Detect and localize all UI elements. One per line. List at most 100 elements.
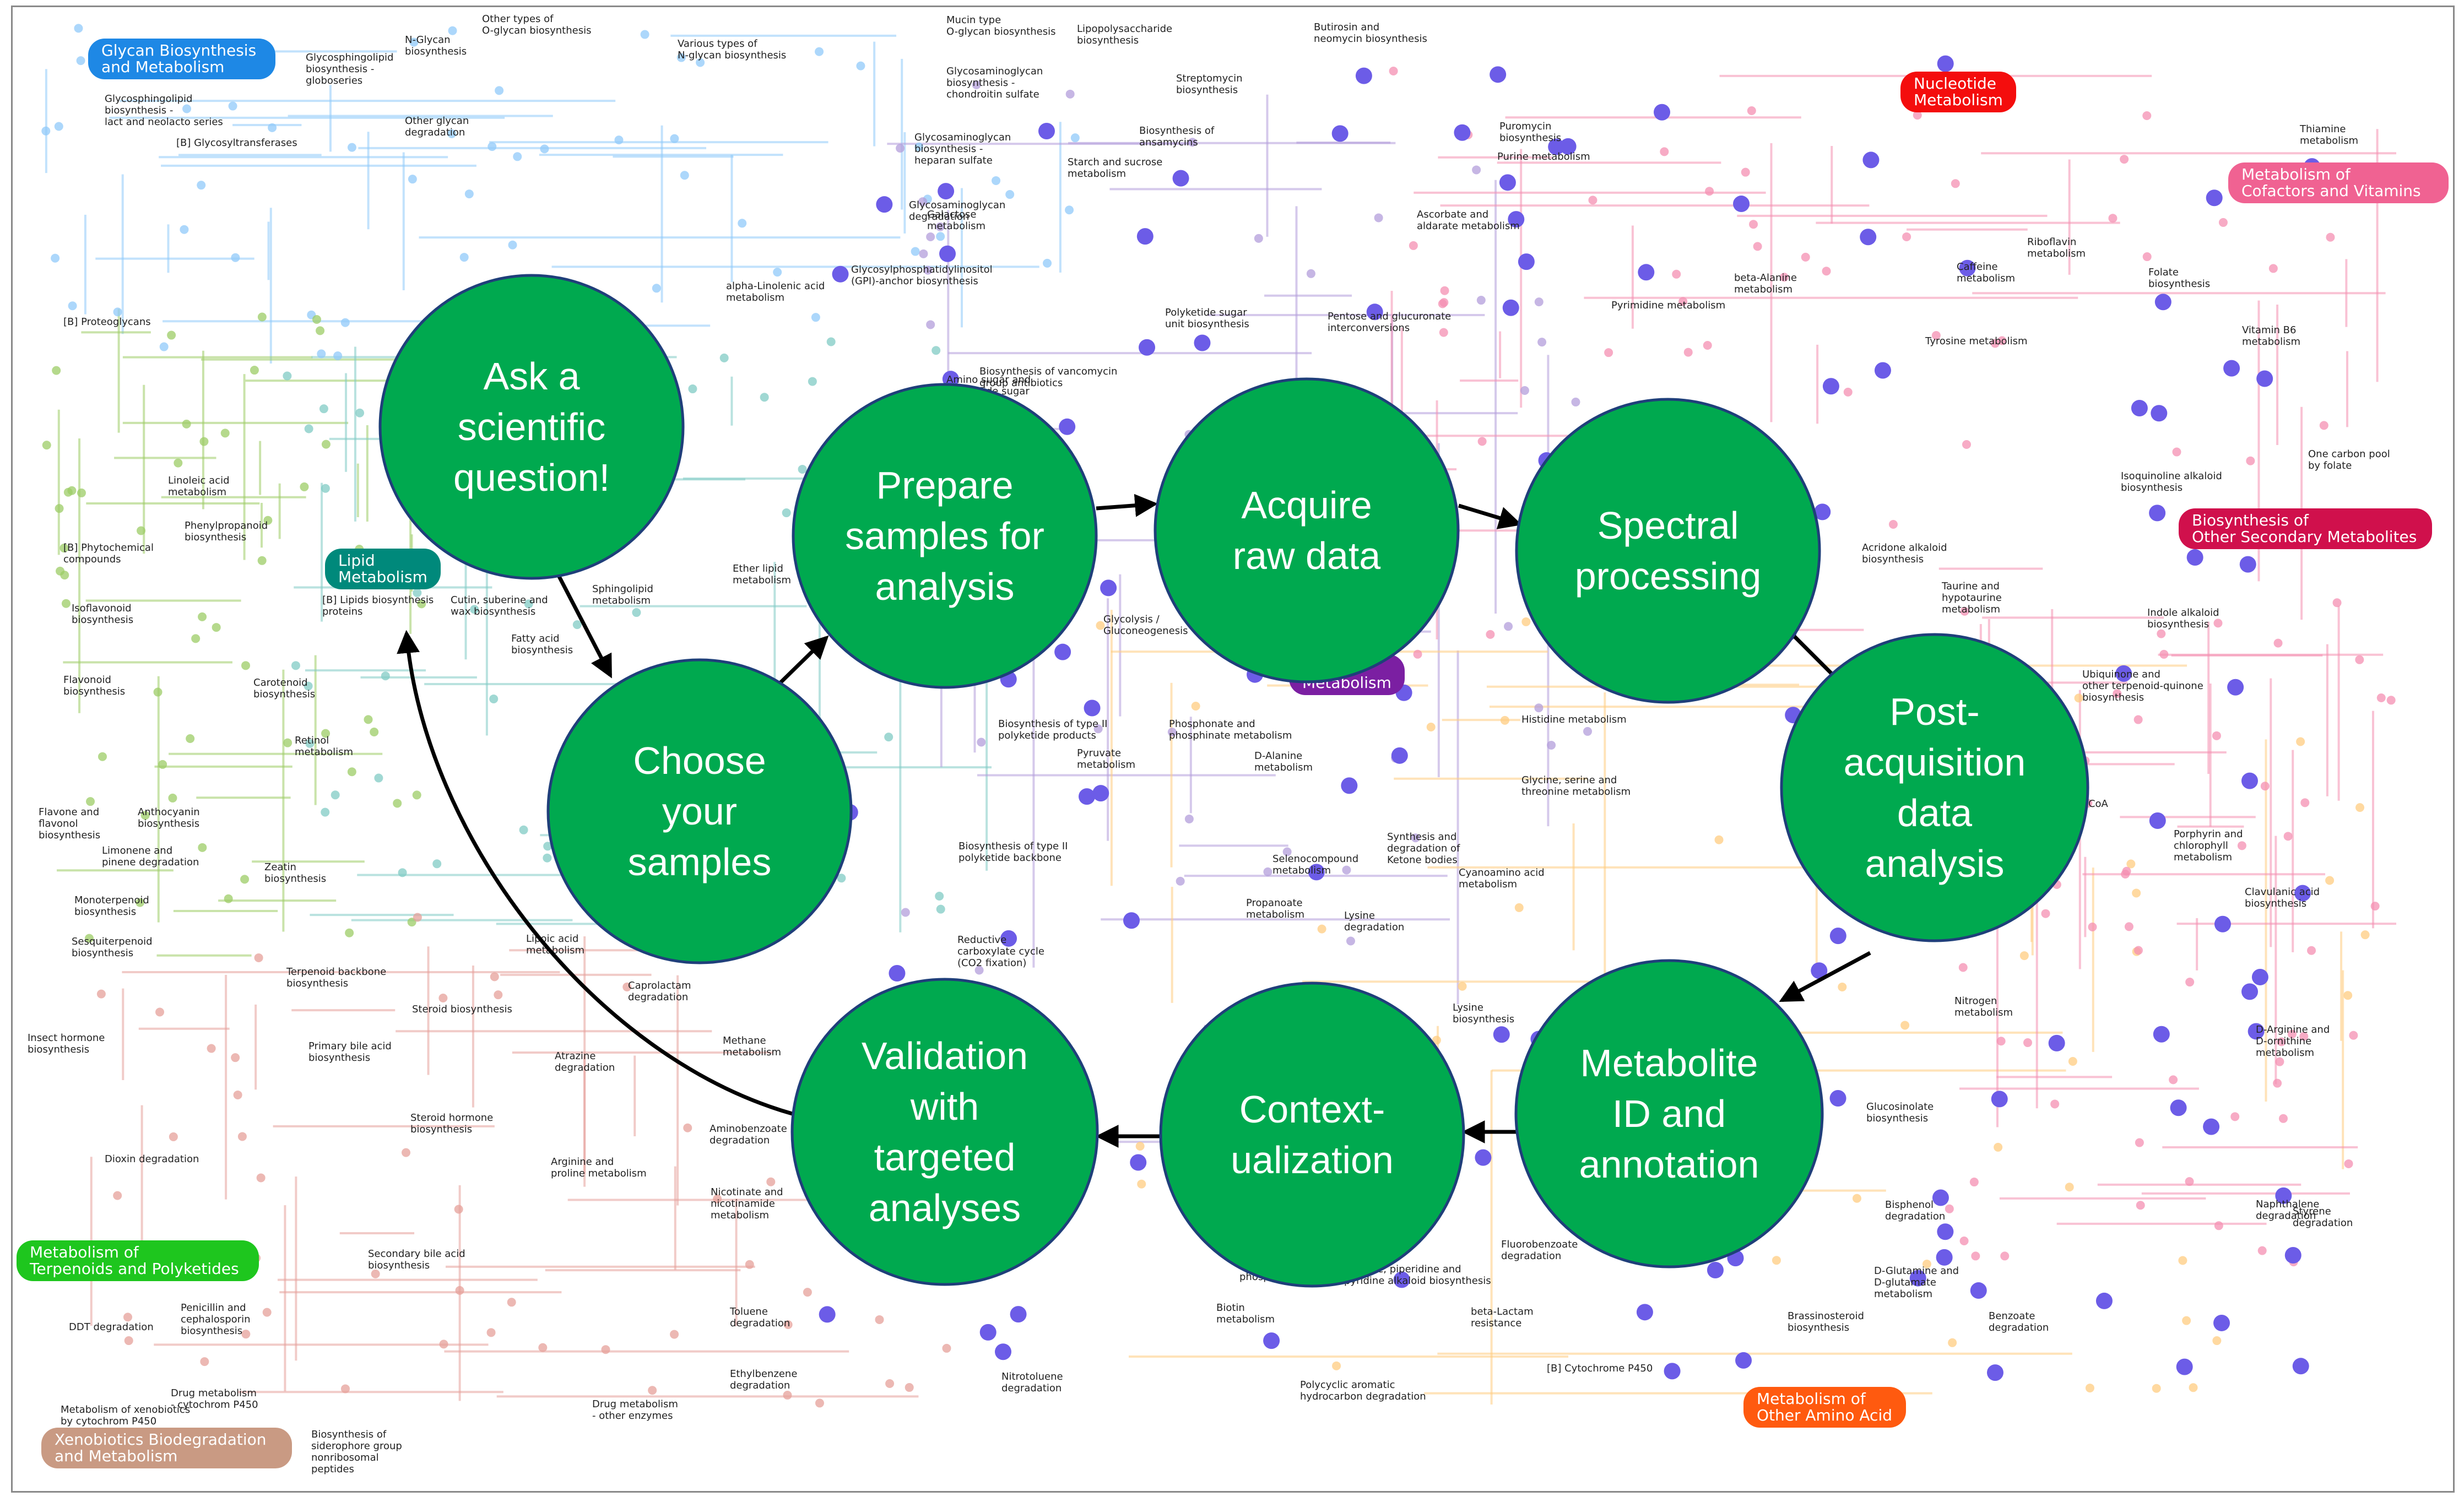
highlighted-compound-dot — [1078, 788, 1095, 805]
compound-dot — [241, 1330, 251, 1339]
highlighted-compound-dot — [2213, 1314, 2230, 1331]
compound-dot — [766, 1177, 776, 1186]
node-circle — [790, 978, 1099, 1286]
compound-dot — [409, 37, 419, 47]
compound-dot — [347, 143, 356, 152]
compound-dot — [1504, 622, 1513, 631]
highlighted-compound-dot — [2154, 294, 2171, 311]
compound-dot — [1093, 724, 1103, 734]
compound-dot — [2218, 218, 2228, 227]
compound-dot — [52, 366, 61, 375]
compound-dot — [191, 634, 201, 643]
compound-dot — [168, 793, 177, 802]
pathway-label: Dioxin degradation — [105, 1153, 199, 1165]
compound-dot — [632, 608, 641, 617]
compound-dot — [283, 371, 292, 381]
compound-dot — [231, 1053, 240, 1062]
compound-dot — [2212, 1336, 2222, 1346]
compound-dot — [1747, 106, 1756, 116]
compound-dot — [513, 152, 522, 161]
compound-dot — [448, 26, 457, 35]
compound-dot — [68, 301, 77, 311]
compound-dot — [304, 681, 313, 691]
highlighted-compound-dot — [1010, 1306, 1027, 1323]
compound-dot — [524, 599, 533, 609]
compound-dot — [347, 767, 356, 777]
compound-dot — [1342, 865, 1351, 875]
pathway-label: Steroid biosynthesis — [412, 1004, 512, 1015]
compound-dot — [2257, 1246, 2267, 1255]
compound-dot — [240, 875, 250, 884]
category-badge-bg — [88, 39, 275, 79]
highlighted-compound-dot — [1991, 1091, 2008, 1108]
highlighted-compound-dot — [1654, 104, 1671, 121]
compound-dot — [182, 419, 191, 429]
compound-dot — [1588, 196, 1597, 205]
compound-dot — [1931, 331, 1941, 340]
compound-dot — [455, 1286, 464, 1295]
compound-dot — [158, 760, 167, 769]
compound-dot — [1413, 649, 1422, 659]
compound-dot — [1254, 234, 1263, 243]
compound-dot — [1476, 296, 1486, 305]
compound-dot — [374, 773, 383, 783]
compound-dot — [837, 874, 846, 883]
compound-dot — [1043, 258, 1052, 268]
highlighted-compound-dot — [2131, 399, 2148, 416]
compound-dot — [2212, 731, 2221, 740]
highlighted-compound-dot — [1862, 151, 1880, 169]
highlighted-compound-dot — [1970, 1282, 1987, 1299]
compound-dot — [1971, 1251, 1980, 1261]
compound-dot — [696, 58, 705, 67]
compound-dot — [1005, 190, 1015, 199]
compound-dot — [507, 1298, 516, 1307]
highlighted-compound-dot — [1000, 930, 1017, 947]
highlighted-compound-dot — [1454, 124, 1471, 141]
compound-dot — [2135, 1138, 2144, 1147]
compound-dot — [470, 605, 479, 614]
highlighted-compound-dot — [1986, 1364, 2003, 1381]
compound-dot — [257, 556, 267, 565]
category-badge-bg — [1743, 1387, 1906, 1428]
compound-dot — [494, 990, 503, 1000]
compound-dot — [543, 853, 552, 863]
highlighted-compound-dot — [1860, 229, 1877, 246]
compound-dot — [1070, 133, 1080, 143]
compound-dot — [300, 482, 309, 491]
compound-dot — [1960, 606, 1969, 616]
compound-dot — [1822, 267, 1831, 276]
compound-dot — [1486, 630, 1495, 639]
compound-dot — [2307, 946, 2316, 955]
pathway-label: DDT degradation — [69, 1321, 154, 1333]
compound-dot — [291, 661, 300, 670]
highlighted-compound-dot — [1909, 1270, 1926, 1287]
